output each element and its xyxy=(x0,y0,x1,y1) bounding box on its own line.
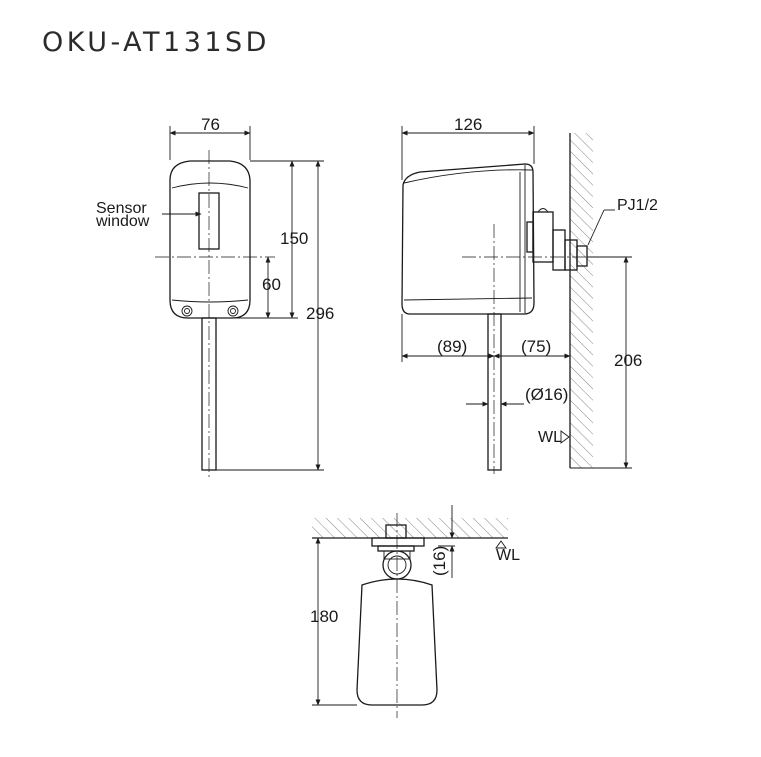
wall-section-top xyxy=(312,518,508,538)
screw-icon xyxy=(181,305,239,317)
water-level-triangle-icon xyxy=(560,430,570,444)
water-level-triangle-top-icon xyxy=(495,540,507,549)
front-height-label: 150 xyxy=(280,229,308,248)
front-view: 76 Sensor window 150 60 296 xyxy=(95,115,334,477)
wall-section xyxy=(570,133,593,468)
top-wl-offset-label: (16) xyxy=(430,546,449,576)
sensor-height-label: 60 xyxy=(262,275,281,294)
side-view-pipe xyxy=(487,313,502,471)
pipe-diameter-label: (Ø16) xyxy=(525,385,568,404)
sensor-window-label-line2: window xyxy=(95,213,150,230)
top-view-body xyxy=(356,578,438,706)
side-view-body xyxy=(401,163,535,315)
side-view: 126 PJ1/2 (89) (75) (Ø16) WL 206 xyxy=(401,115,658,474)
top-length-label: 180 xyxy=(310,607,338,626)
valve-fitting xyxy=(526,208,588,271)
wall-offset-label: (75) xyxy=(521,337,551,356)
total-height-label: 296 xyxy=(306,304,334,323)
front-width-label: 76 xyxy=(201,115,220,134)
front-offset-label: (89) xyxy=(437,337,467,356)
page-title: OKU-AT131SD xyxy=(42,27,270,58)
side-height-label: 206 xyxy=(614,351,642,370)
side-depth-label: 126 xyxy=(454,115,482,134)
connection-label: PJ1/2 xyxy=(617,197,658,214)
front-view-body xyxy=(169,160,251,319)
top-water-level-label: WL xyxy=(496,547,520,564)
sensor-window-label-line1: Sensor xyxy=(96,200,147,217)
side-water-level-label: WL xyxy=(538,429,562,446)
top-view: (16) WL 180 xyxy=(310,505,520,718)
